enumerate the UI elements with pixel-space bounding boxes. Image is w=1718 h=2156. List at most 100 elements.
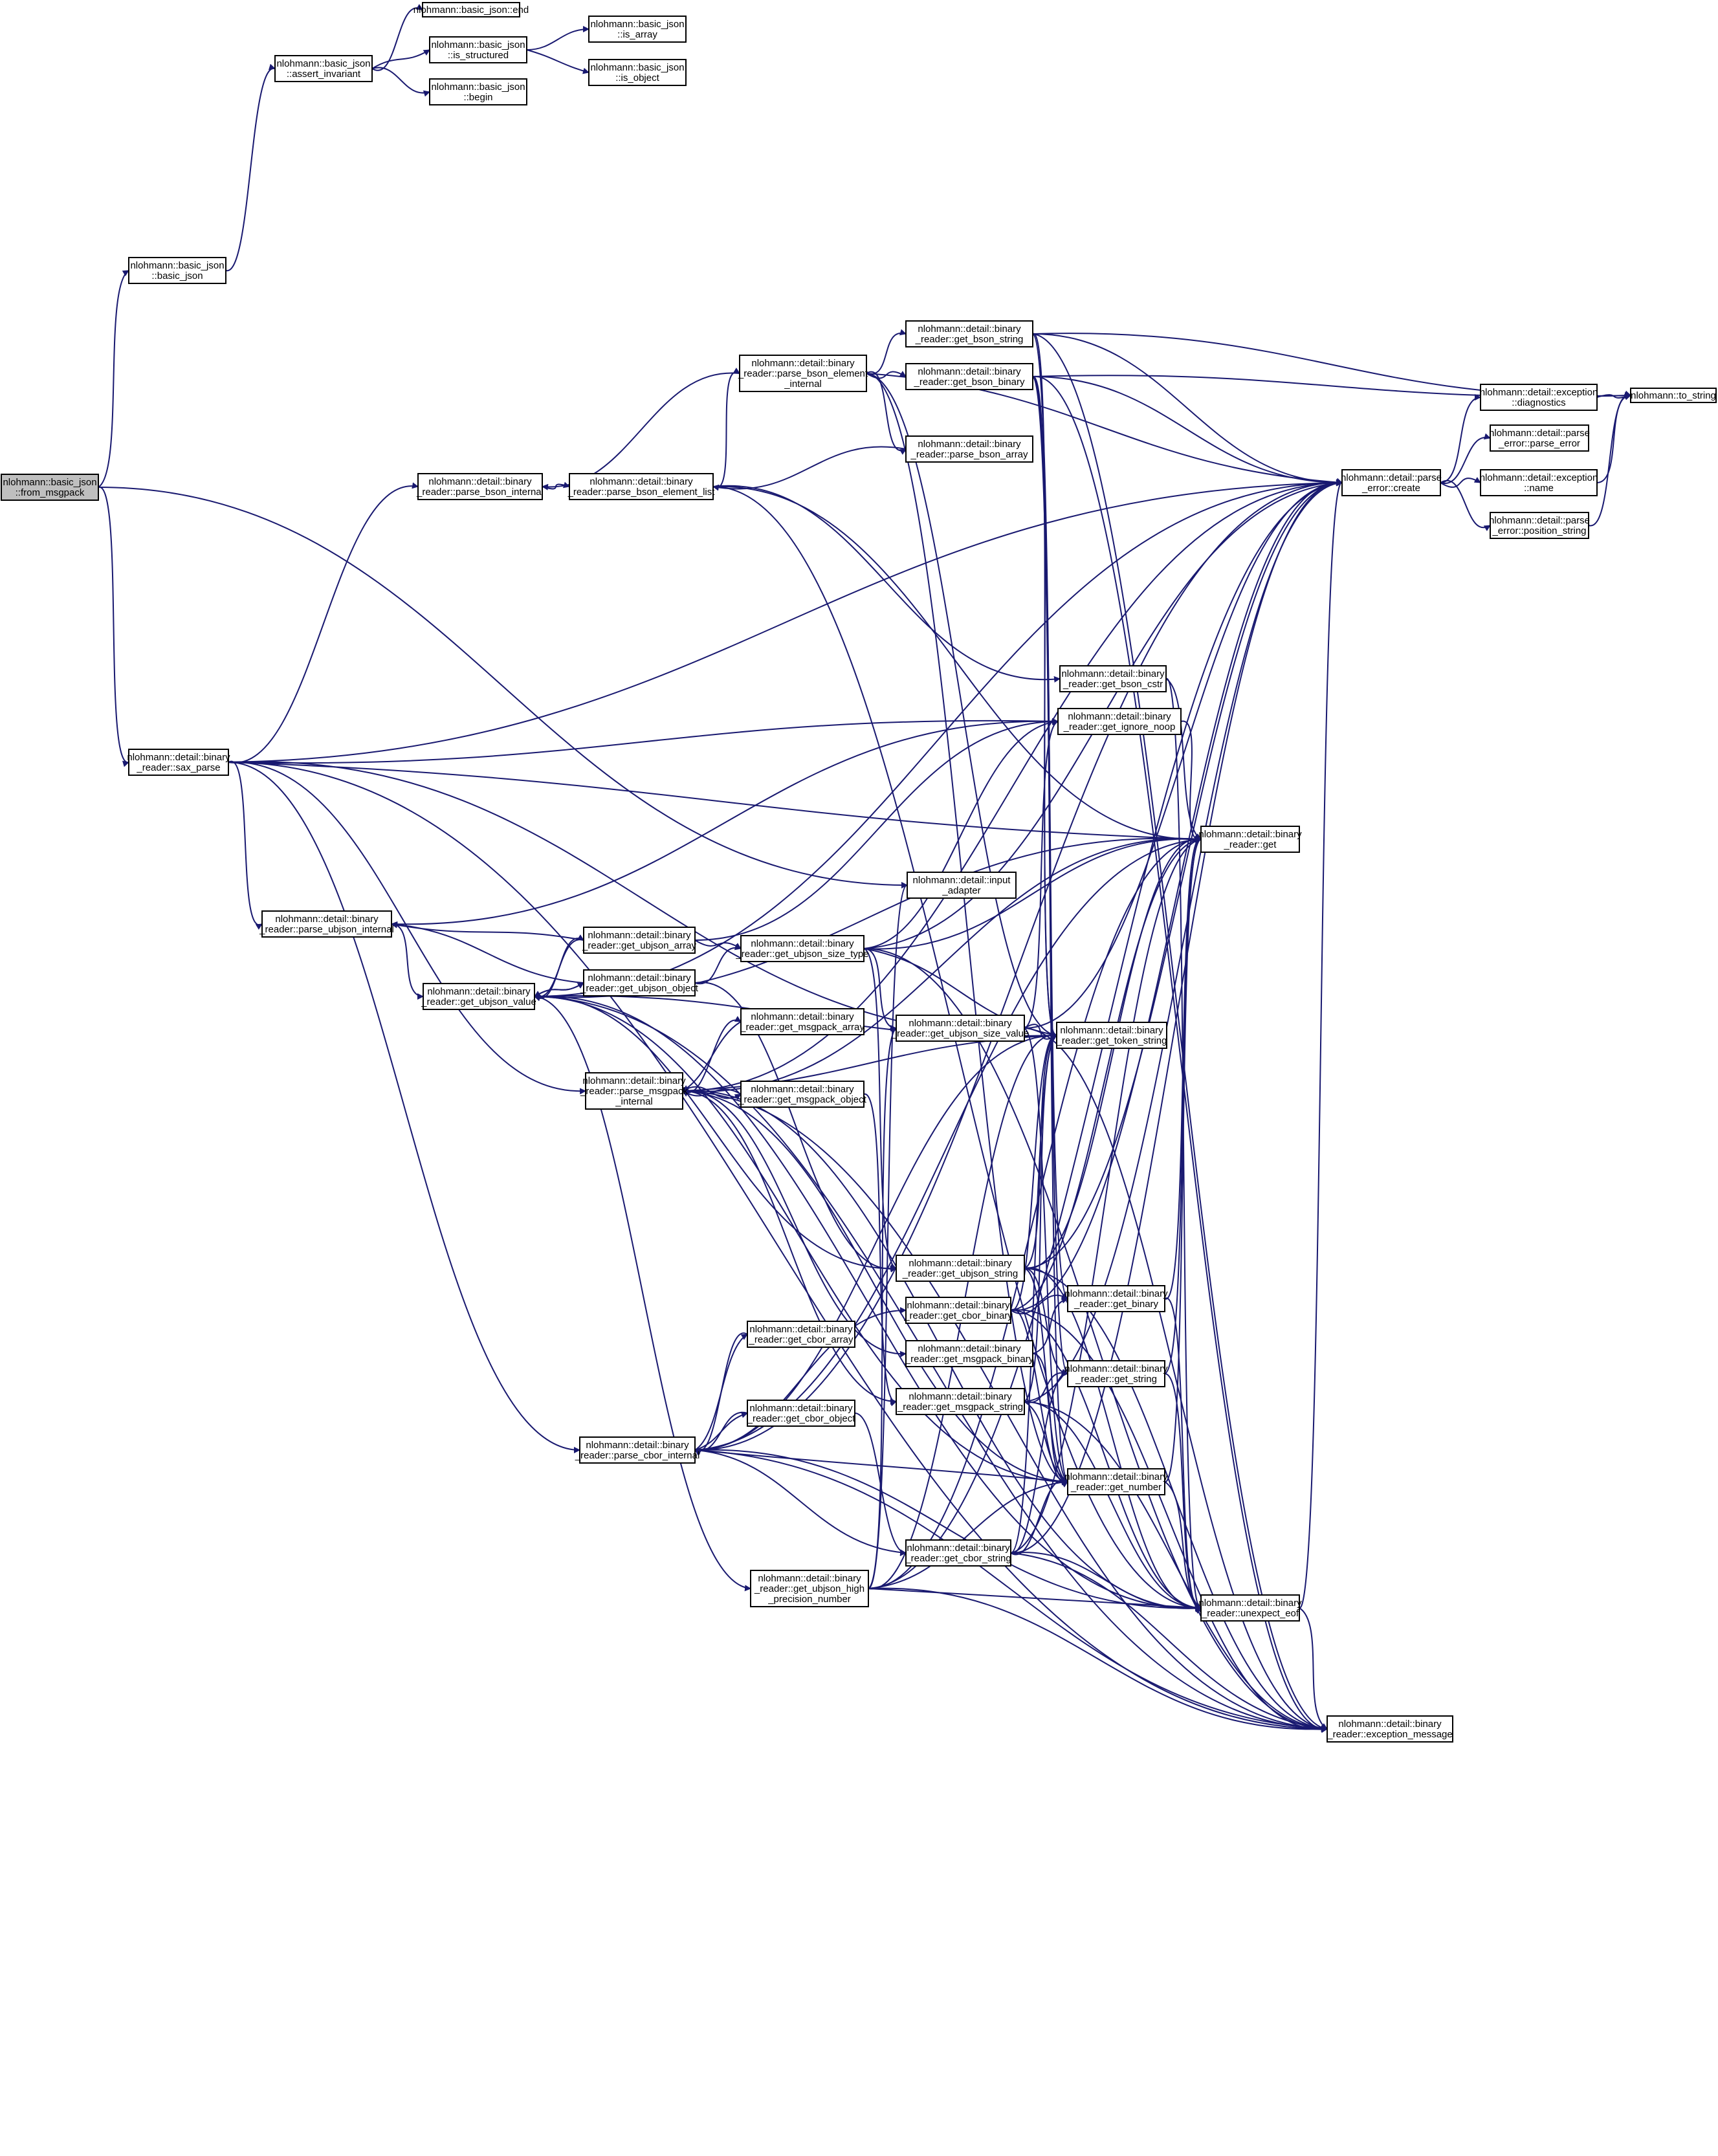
node-input-adapter[interactable]: nlohmann::detail::input_adapter bbox=[907, 872, 1017, 899]
node-label: _reader::get_msgpack_string bbox=[897, 1402, 1023, 1413]
node-label: nlohmann::detail::binary bbox=[907, 1543, 1010, 1554]
node-label: _reader::sax_parse bbox=[136, 762, 220, 773]
node-is-array[interactable]: nlohmann::basic_json::is_array bbox=[588, 16, 687, 43]
node-get-cbor-object[interactable]: nlohmann::detail::binary_reader::get_cbo… bbox=[747, 1400, 856, 1427]
node-get-ubjson-array[interactable]: nlohmann::detail::binary_reader::get_ubj… bbox=[582, 927, 696, 954]
call-edge-parse_cbor_internal-to-unexpect_eof bbox=[694, 1449, 1202, 1612]
node-get-msgpack-object[interactable]: nlohmann::detail::binary_reader::get_msg… bbox=[738, 1081, 867, 1108]
call-edge-sax_parse-to-parse_cbor_internal bbox=[228, 762, 580, 1453]
node-label: nlohmann::basic_json::end bbox=[413, 5, 529, 16]
node-get-cbor-array[interactable]: nlohmann::detail::binary_reader::get_cbo… bbox=[747, 1321, 855, 1348]
node-parse-bson-array[interactable]: nlohmann::detail::binary_reader::parse_b… bbox=[905, 435, 1033, 463]
call-edge-is_structured-to-is_object bbox=[526, 49, 589, 74]
node-get-ubjson-high-precision-number[interactable]: nlohmann::detail::binary_reader::get_ubj… bbox=[750, 1570, 869, 1607]
call-edge-parse_ubjson_internal-to-get_ignore_noop bbox=[391, 718, 1059, 925]
node-get-ubjson-string[interactable]: nlohmann::detail::binary_reader::get_ubj… bbox=[896, 1255, 1025, 1282]
call-edge-get_msgpack_binary-to-get_binary bbox=[1032, 1297, 1068, 1354]
node-get-bson-binary[interactable]: nlohmann::detail::binary_reader::get_bso… bbox=[905, 363, 1033, 390]
node-label: nlohmann::detail::binary bbox=[909, 1391, 1012, 1402]
node-to-string[interactable]: nlohmann::to_string bbox=[1630, 388, 1717, 403]
call-edge-get_msgpack_string-to-parse_error_create bbox=[1024, 479, 1343, 1402]
node-get-cbor-binary[interactable]: nlohmann::detail::binary_reader::get_cbo… bbox=[903, 1297, 1013, 1324]
call-edge-get_cbor_string-to-unexpect_eof bbox=[1010, 1552, 1202, 1612]
node-label: ::name bbox=[1524, 483, 1554, 494]
node-is-object[interactable]: nlohmann::basic_json::is_object bbox=[588, 59, 687, 86]
node-basic-json-ctor[interactable]: nlohmann::basic_json::basic_json bbox=[128, 257, 226, 284]
node-get-ubjson-size-type[interactable]: nlohmann::detail::binary_reader::get_ubj… bbox=[735, 935, 869, 962]
call-edge-get_bson_string-to-parse_error_create bbox=[1032, 333, 1343, 486]
node-parse-bson-internal[interactable]: nlohmann::detail::binary_reader::parse_b… bbox=[416, 473, 544, 500]
node-get-msgpack-binary[interactable]: nlohmann::detail::binary_reader::get_msg… bbox=[905, 1340, 1034, 1367]
node-parse-ubjson-internal[interactable]: nlohmann::detail::binary_reader::parse_u… bbox=[259, 910, 394, 938]
node-sax-parse[interactable]: nlohmann::detail::binary_reader::sax_par… bbox=[127, 749, 230, 776]
call-edge-get_ubjson_string-to-get bbox=[1024, 835, 1202, 1270]
call-edge-get_msgpack_array-to-parse_msgpack_internal bbox=[682, 1021, 742, 1092]
node-label: nlohmann::detail::binary bbox=[918, 439, 1021, 450]
node-unexpect-eof[interactable]: nlohmann::detail::binary_reader::unexpec… bbox=[1198, 1594, 1302, 1622]
call-edge-get_number-to-unexpect_eof bbox=[1164, 1481, 1202, 1609]
call-edge-sax_parse-to-parse_error_create bbox=[228, 479, 1343, 763]
node-get-ubjson-object[interactable]: nlohmann::detail::binary_reader::get_ubj… bbox=[580, 969, 699, 996]
node-exception-diagnostics[interactable]: nlohmann::detail::exception::diagnostics bbox=[1480, 384, 1598, 411]
node-parse-error-parse-error[interactable]: nlohmann::detail::parse_error::parse_err… bbox=[1489, 424, 1590, 452]
node-begin[interactable]: nlohmann::basic_json::begin bbox=[429, 78, 527, 105]
call-edge-get_cbor_string-to-get_token_string bbox=[1010, 1032, 1057, 1554]
node-label: _reader::parse_msgpack bbox=[580, 1086, 688, 1097]
node-from-msgpack[interactable]: nlohmann::basic_json::from_msgpack bbox=[1, 474, 99, 501]
node-get-token-string[interactable]: nlohmann::detail::binary_reader::get_tok… bbox=[1056, 1022, 1167, 1049]
node-get-cbor-string[interactable]: nlohmann::detail::binary_reader::get_cbo… bbox=[905, 1539, 1011, 1567]
call-edge-get_ubjson_size_type-to-get_ignore_noop bbox=[863, 718, 1059, 949]
node-get-ubjson-size-value[interactable]: nlohmann::detail::binary_reader::get_ubj… bbox=[891, 1015, 1030, 1042]
call-edge-get_ubjson_size_type-to-get bbox=[863, 835, 1202, 950]
call-edge-get_ubjson_high_precision_number-to-input_adapter bbox=[868, 882, 908, 1589]
call-edge-get_cbor_string-to-get bbox=[1010, 837, 1202, 1554]
call-edge-get_msgpack_binary-to-get_number bbox=[1032, 1353, 1068, 1485]
node-label: nlohmann::detail::binary bbox=[909, 1018, 1012, 1029]
node-label: _reader::get_ignore_noop bbox=[1063, 721, 1176, 732]
node-label: _reader::get_string bbox=[1075, 1374, 1157, 1385]
call-edge-get_cbor_binary-to-get_token_string bbox=[1010, 1030, 1057, 1312]
node-label: ::diagnostics bbox=[1512, 397, 1565, 408]
node-label: _reader::get_ubjson_string bbox=[902, 1268, 1018, 1279]
node-is-structured[interactable]: nlohmann::basic_json::is_structured bbox=[429, 36, 527, 63]
node-parse-bson-element-list[interactable]: nlohmann::detail::binary_reader::parse_b… bbox=[567, 473, 716, 500]
node-parse-msgpack-internal[interactable]: nlohmann::detail::binary_reader::parse_m… bbox=[580, 1072, 688, 1110]
node-label: nlohmann::basic_json bbox=[431, 39, 525, 50]
node-label: nlohmann::detail::binary bbox=[582, 1075, 686, 1086]
call-edge-get_cbor_binary-to-get bbox=[1010, 836, 1202, 1311]
node-end[interactable]: nlohmann::basic_json::end bbox=[413, 2, 529, 17]
node-label: nlohmann::detail::parse bbox=[1489, 428, 1590, 439]
node-get-ignore-noop[interactable]: nlohmann::detail::binary_reader::get_ign… bbox=[1057, 708, 1182, 735]
node-get[interactable]: nlohmann::detail::binary_reader::get bbox=[1198, 826, 1302, 853]
node-get-bson-string[interactable]: nlohmann::detail::binary_reader::get_bso… bbox=[905, 320, 1033, 347]
node-parse-cbor-internal[interactable]: nlohmann::detail::binary_reader::parse_c… bbox=[575, 1436, 700, 1464]
node-parse-bson-element-internal[interactable]: nlohmann::detail::binary_reader::parse_b… bbox=[738, 355, 868, 392]
node-get-binary[interactable]: nlohmann::detail::binary_reader::get_bin… bbox=[1064, 1285, 1168, 1312]
node-get-bson-cstr[interactable]: nlohmann::detail::binary_reader::get_bso… bbox=[1059, 665, 1167, 692]
call-edge-get_ubjson_object-to-parse_ubjson_internal bbox=[391, 921, 584, 984]
node-label: nlohmann::detail::binary bbox=[588, 973, 691, 984]
node-label: _reader::get_ubjson_size_value bbox=[891, 1028, 1030, 1039]
node-label: ::is_structured bbox=[448, 50, 509, 61]
node-get-ubjson-value[interactable]: nlohmann::detail::binary_reader::get_ubj… bbox=[421, 983, 536, 1010]
node-get-string[interactable]: nlohmann::detail::binary_reader::get_str… bbox=[1064, 1360, 1168, 1387]
node-assert-invariant[interactable]: nlohmann::basic_json::assert_invariant bbox=[274, 55, 373, 82]
call-edge-parse_error_create-to-parse_error_parse_error bbox=[1440, 433, 1491, 485]
call-edge-get_binary-to-get bbox=[1164, 833, 1202, 1300]
call-edge-parse_bson_element_list-to-unexpect_eof bbox=[712, 486, 1202, 1611]
call-edge-get_cbor_string-to-get_string bbox=[1010, 1369, 1068, 1554]
node-get-msgpack-string[interactable]: nlohmann::detail::binary_reader::get_msg… bbox=[896, 1388, 1025, 1415]
node-label: _reader::parse_ubjson_internal bbox=[259, 924, 394, 935]
node-label: nlohmann::basic_json bbox=[276, 58, 370, 69]
node-label: _reader::parse_bson_array bbox=[910, 449, 1028, 460]
call-edge-get_ubjson_size_value-to-parse_error_create bbox=[1024, 479, 1343, 1029]
node-get-msgpack-array[interactable]: nlohmann::detail::binary_reader::get_msg… bbox=[740, 1008, 865, 1035]
node-parse-error-create[interactable]: nlohmann::detail::parse_error::create bbox=[1341, 469, 1442, 496]
call-edge-unexpect_eof-to-exception_message bbox=[1299, 1607, 1328, 1730]
node-exception-name[interactable]: nlohmann::detail::exception::name bbox=[1480, 469, 1598, 496]
node-exception-message[interactable]: nlohmann::detail::binary_reader::excepti… bbox=[1327, 1715, 1453, 1743]
call-edge-sax_parse-to-parse_ubjson_internal bbox=[228, 760, 263, 930]
node-get-number[interactable]: nlohmann::detail::binary_reader::get_num… bbox=[1064, 1468, 1168, 1495]
call-edge-parse_ubjson_internal-to-get_ubjson_value bbox=[391, 923, 424, 1000]
node-position-string[interactable]: nlohmann::detail::parse_error::position_… bbox=[1489, 512, 1590, 539]
